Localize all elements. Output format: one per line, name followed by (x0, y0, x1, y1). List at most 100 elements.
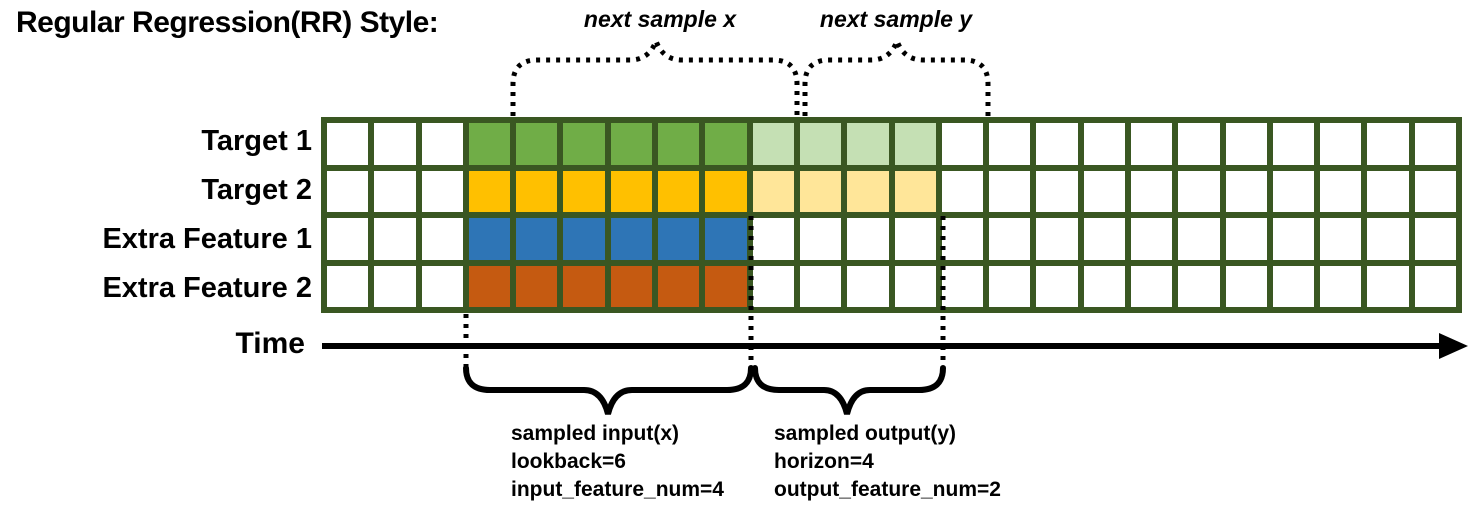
grid-cell (610, 218, 653, 260)
grid-cell (752, 265, 794, 307)
row-label-target-1: Target 1 (201, 125, 312, 157)
grid-cell (658, 170, 700, 212)
sampled-output-note-line-2: horizon=4 (774, 450, 874, 473)
grid-cell (1036, 123, 1078, 165)
row-label-target-2: Target 2 (201, 174, 312, 206)
grid-cell (516, 123, 558, 165)
row-labels: Target 1 Target 2 Extra Feature 1 Extra … (0, 117, 312, 313)
grid-cell (468, 123, 511, 165)
grid-cell (516, 170, 558, 212)
diagram-title: Regular Regression(RR) Style: (16, 6, 439, 39)
grid-cell (563, 123, 605, 165)
grid-cell (1272, 170, 1315, 212)
grid-cell (705, 170, 747, 212)
grid-cell (1036, 218, 1078, 260)
grid-cell (894, 218, 936, 260)
grid-cell (989, 123, 1031, 165)
grid-cell (1367, 218, 1409, 260)
grid-cell (894, 123, 936, 165)
grid-cell (1036, 170, 1078, 212)
grid-cell (705, 265, 747, 307)
grid-cell (327, 123, 369, 165)
grid-cell (610, 123, 653, 165)
sampled-input-brace (463, 365, 754, 415)
grid-cell (705, 218, 747, 260)
grid-cell (1414, 265, 1456, 307)
grid-cell (421, 218, 463, 260)
grid-cell (1083, 123, 1125, 165)
grid-cell (374, 265, 416, 307)
grid-cell (752, 170, 794, 212)
grid-cell (1225, 123, 1267, 165)
grid-cell (941, 123, 984, 165)
grid-cell (610, 265, 653, 307)
grid-cell (658, 123, 700, 165)
grid-cell (327, 218, 369, 260)
sampled-input-note-line-2: lookback=6 (511, 450, 626, 473)
grid-cell (563, 170, 605, 212)
next-sample-y-label: next sample y (819, 6, 973, 32)
grid-cell (1320, 170, 1362, 212)
grid-cell (421, 265, 463, 307)
grid-cell (1036, 265, 1078, 307)
grid-cell (752, 218, 794, 260)
sampled-output-brace (752, 365, 946, 415)
next-sample-x-brace (510, 33, 800, 116)
grid-cell (941, 265, 984, 307)
grid-cell (894, 170, 936, 212)
grid-cell (1367, 170, 1409, 212)
grid-cell (658, 265, 700, 307)
grid-cell (468, 170, 511, 212)
grid-cell (421, 123, 463, 165)
grid-cell (610, 170, 653, 212)
time-axis-label: Time (235, 327, 305, 360)
grid-cell (1272, 265, 1315, 307)
grid-cell (1130, 265, 1173, 307)
row-label-extra-feature-2: Extra Feature 2 (102, 272, 312, 304)
next-sample-y-brace (802, 33, 991, 116)
grid-cell (658, 218, 700, 260)
grid-cell (1414, 218, 1456, 260)
grid-cell (468, 218, 511, 260)
sampled-input-note-line-1: sampled input(x) (511, 422, 680, 445)
next-sample-x-label: next sample x (583, 6, 737, 32)
grid-cell (847, 170, 889, 212)
grid-cell (1178, 265, 1220, 307)
grid-cell (421, 170, 463, 212)
grid-cell (327, 265, 369, 307)
grid-cell (1130, 123, 1173, 165)
sampled-input-note: sampled input(x) lookback=6 input_featur… (511, 420, 724, 504)
grid-cell (1083, 265, 1125, 307)
grid-cell (705, 123, 747, 165)
grid-cell (941, 218, 984, 260)
grid-cell (327, 170, 369, 212)
grid-cell (1367, 123, 1409, 165)
grid-cell (563, 218, 605, 260)
grid-cell (1320, 218, 1362, 260)
grid-cell (989, 170, 1031, 212)
grid-cell (374, 170, 416, 212)
grid-cell (374, 123, 416, 165)
sampled-output-note-line-3: output_feature_num=2 (774, 478, 1001, 501)
grid-cell (1083, 218, 1125, 260)
grid-cell (1178, 218, 1220, 260)
grid-cell (894, 265, 936, 307)
grid-cell (799, 265, 842, 307)
grid-cell (1083, 170, 1125, 212)
sampled-output-note-line-1: sampled output(y) (774, 422, 956, 445)
grid-cell (1178, 170, 1220, 212)
grid-cell (1414, 170, 1456, 212)
grid-cell (563, 265, 605, 307)
grid-cell (1225, 170, 1267, 212)
sampled-output-note: sampled output(y) horizon=4 output_featu… (774, 420, 1001, 504)
grid-cell (1414, 123, 1456, 165)
grid-cell (989, 265, 1031, 307)
grid-cell (799, 218, 842, 260)
grid-cell (374, 218, 416, 260)
grid-cell (941, 170, 984, 212)
grid-cell (847, 265, 889, 307)
grid-cell (468, 265, 511, 307)
grid-cell (1130, 170, 1173, 212)
grid-cell (1130, 218, 1173, 260)
grid-cell (1320, 123, 1362, 165)
